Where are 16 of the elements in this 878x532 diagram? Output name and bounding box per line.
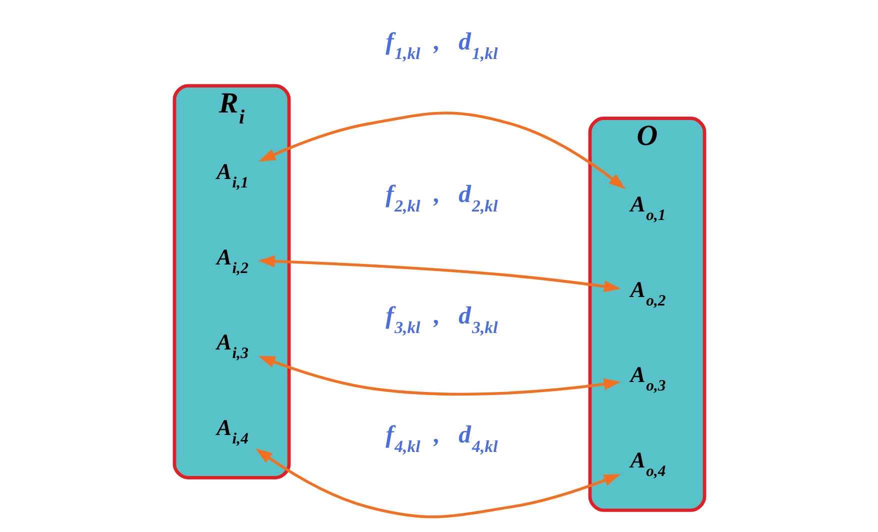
node-text: A$_{i,3}$: [216, 330, 248, 362]
arrow: [258, 356, 620, 396]
node-text: A$_{o,2}$: [630, 276, 666, 310]
arrow: [258, 112, 626, 190]
edge-label: f$_{2,kl}$ , d$_{2,kl}$: [385, 181, 498, 216]
node-text: A$_{i,2}$: [216, 244, 248, 277]
edge-label: f$_{3,kl}$ , d$_{3,kl}$: [385, 302, 498, 337]
node-text: A$_{i,1}$: [216, 158, 248, 192]
node-text: A$_{o,1}$: [630, 192, 666, 224]
node-text: A$_{o,4}$: [630, 448, 666, 480]
arrow: [254, 448, 620, 518]
edge-label: f$_{1,kl}$ , d$_{1,kl}$: [385, 28, 498, 63]
node-text: A$_{o,3}$: [630, 362, 666, 395]
node-text: A$_{i,4}$: [216, 415, 248, 448]
edge-label: f$_{4,kl}$ , d$_{4,kl}$: [385, 421, 498, 456]
arrow: [257, 255, 620, 292]
